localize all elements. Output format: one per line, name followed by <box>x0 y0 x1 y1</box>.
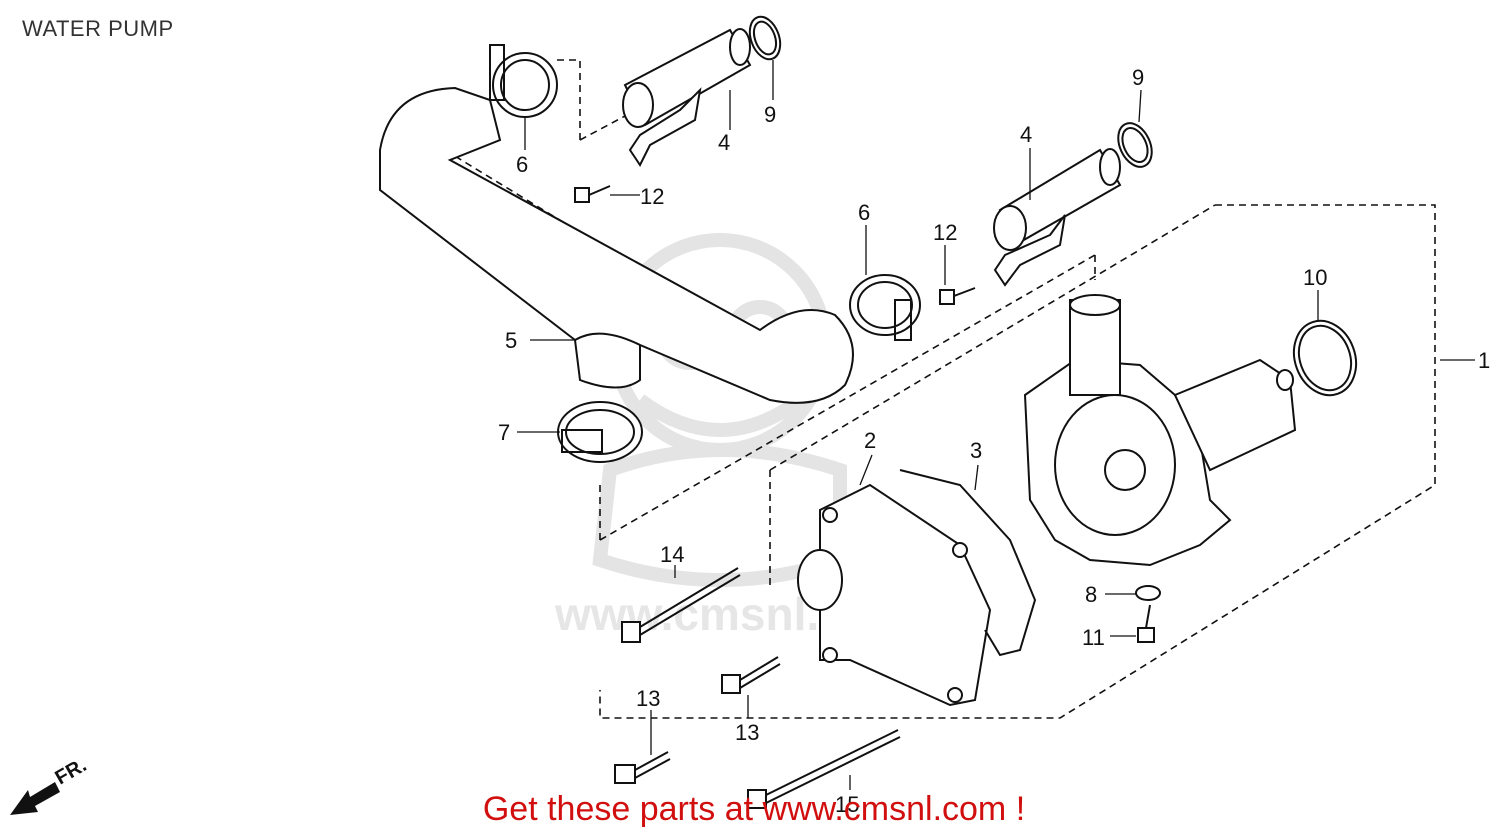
callout-15: 15 <box>835 792 859 817</box>
hose-clamp-top <box>489 44 558 118</box>
leader-lines <box>517 60 1475 790</box>
pipe-top <box>622 28 752 167</box>
o-ring-top <box>748 15 782 61</box>
callout-9: 9 <box>1132 65 1144 90</box>
water-pump-body <box>1023 294 1297 567</box>
callout-3: 3 <box>970 438 982 463</box>
bolt-13-mid <box>721 656 781 694</box>
callout-6: 6 <box>516 152 528 177</box>
long-bolt-15 <box>747 729 901 809</box>
o-ring-right <box>1117 122 1153 168</box>
callout-12: 12 <box>933 220 957 245</box>
callout-14: 14 <box>660 542 684 567</box>
callout-10: 10 <box>1303 265 1327 290</box>
pump-cover <box>797 483 992 707</box>
washer <box>1135 585 1161 601</box>
callout-4: 4 <box>1020 122 1032 147</box>
callout-5: 5 <box>505 328 517 353</box>
callout-6: 6 <box>858 200 870 225</box>
pipe-right <box>993 148 1122 287</box>
page-title: WATER PUMP <box>22 16 174 41</box>
callout-7: 7 <box>498 420 510 445</box>
callout-13: 13 <box>735 720 759 745</box>
arrow-icon <box>10 782 60 815</box>
callout-1: 1 <box>1478 348 1490 373</box>
callout-12: 12 <box>640 184 664 209</box>
hose-clamp-lower <box>557 401 643 463</box>
promo-banner[interactable]: Get these parts at www.cmsnl.com ! <box>0 790 1500 829</box>
callout-13: 13 <box>636 686 660 711</box>
callout-9: 9 <box>764 102 776 127</box>
water-hose <box>379 86 854 404</box>
hose-clamp-mid <box>849 274 921 341</box>
bolt-11 <box>1137 604 1155 643</box>
long-bolt-14 <box>621 567 741 643</box>
callout-11: 11 <box>1082 625 1105 650</box>
callout-8: 8 <box>1085 582 1097 607</box>
direction-label: FR. <box>52 754 91 789</box>
bolt-top <box>574 185 611 203</box>
promo-text: Get these parts at www.cmsnl.com ! <box>482 790 1026 828</box>
callout-2: 2 <box>864 428 876 453</box>
o-ring-10 <box>1292 319 1358 397</box>
callout-4: 4 <box>718 130 730 155</box>
bolt-13-low <box>614 751 671 784</box>
gasket <box>899 469 1037 657</box>
bolt-mid <box>939 287 976 305</box>
